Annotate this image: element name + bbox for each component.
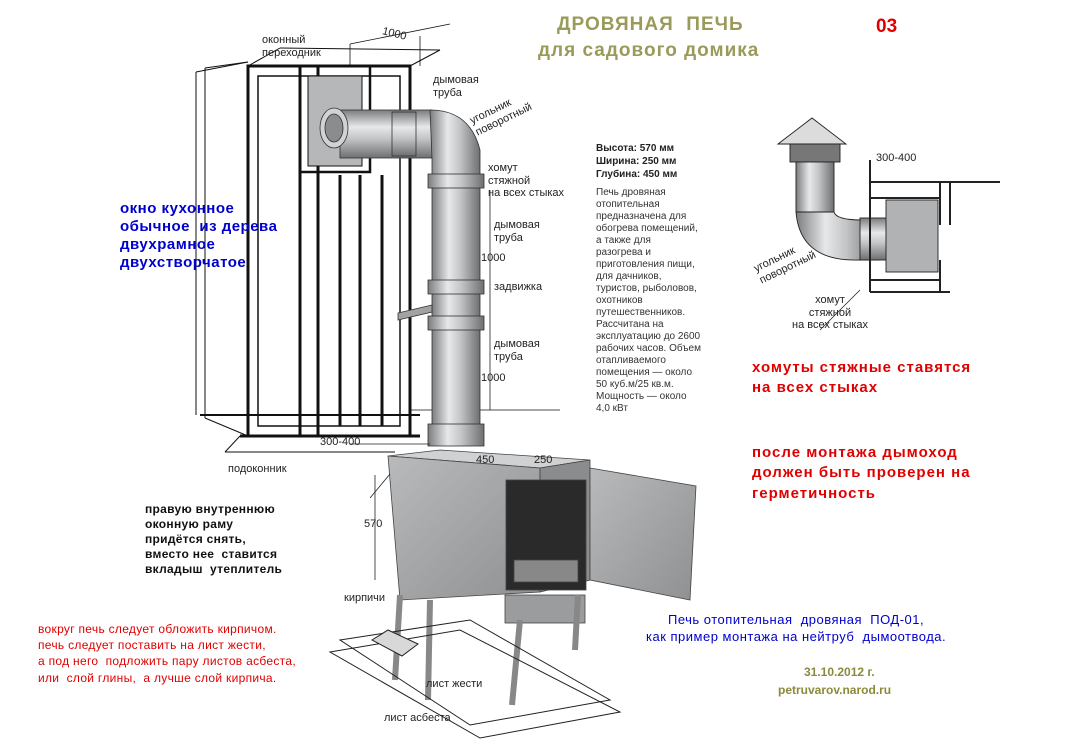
chimney-pipe (319, 107, 485, 447)
note-check: после монтажа дымоход должен быть провер… (752, 444, 971, 502)
note-date: 31.10.2012 г. (804, 665, 875, 679)
title-line1: ДРОВЯНАЯ ПЕЧЬ (557, 14, 744, 35)
label-window-adapter: оконный переходник (262, 34, 321, 59)
kitchen-window (195, 23, 560, 453)
label-dim-300-400-right: 300-400 (876, 152, 917, 164)
note-site: petruvarov.narod.ru (778, 683, 892, 697)
label-smoke-pipe-mid: дымовая труба (494, 219, 540, 244)
elbow-detail (776, 117, 1000, 293)
label-dim-570: 570 (364, 518, 383, 530)
label-asbestos-sheet: лист асбеста (384, 712, 451, 724)
sheet-number: 03 (876, 16, 898, 37)
label-damper: задвижка (494, 281, 543, 293)
label-dim-1000-mid: 1000 (481, 252, 506, 264)
label-sheet-metal: лист жести (426, 678, 483, 690)
spec-width: Ширина: 250 мм (596, 156, 677, 167)
label-smoke-pipe-low: дымовая труба (494, 338, 540, 363)
note-example: Печь отопительная дровяная ПОД-01, как п… (646, 612, 947, 644)
label-clamp-right: хомут стяжной на всех стыках (792, 294, 869, 332)
floor-sheets (328, 619, 622, 739)
label-dim-250: 250 (534, 454, 553, 466)
label-dim-1000-low: 1000 (481, 372, 506, 384)
label-dim-450: 450 (476, 454, 495, 466)
label-bricks: кирпичи (344, 592, 386, 604)
spec-depth: Глубина: 450 мм (596, 169, 678, 180)
note-window: окно кухонное обычное из дерева двухрамн… (120, 200, 278, 271)
note-bricks: вокруг печь следует обложить кирпичом. п… (38, 622, 296, 685)
note-clamps: хомуты стяжные ставятся на всех стыках (752, 359, 972, 397)
label-dim-300-400-left: 300-400 (320, 436, 361, 448)
label-windowsill: подоконник (228, 463, 287, 475)
note-frame: правую внутреннюю оконную раму придётся … (145, 502, 283, 576)
spec-description: Печь дровяная отопительная предназначена… (596, 187, 701, 414)
title-line2: для садового домика (538, 40, 760, 61)
spec-height: Высота: 570 мм (596, 143, 675, 154)
label-smoke-pipe-top: дымовая труба (433, 74, 479, 99)
dimension-lines (350, 190, 861, 580)
wood-stove (387, 449, 697, 706)
label-clamp: хомут стяжной на всех стыках (488, 162, 565, 200)
